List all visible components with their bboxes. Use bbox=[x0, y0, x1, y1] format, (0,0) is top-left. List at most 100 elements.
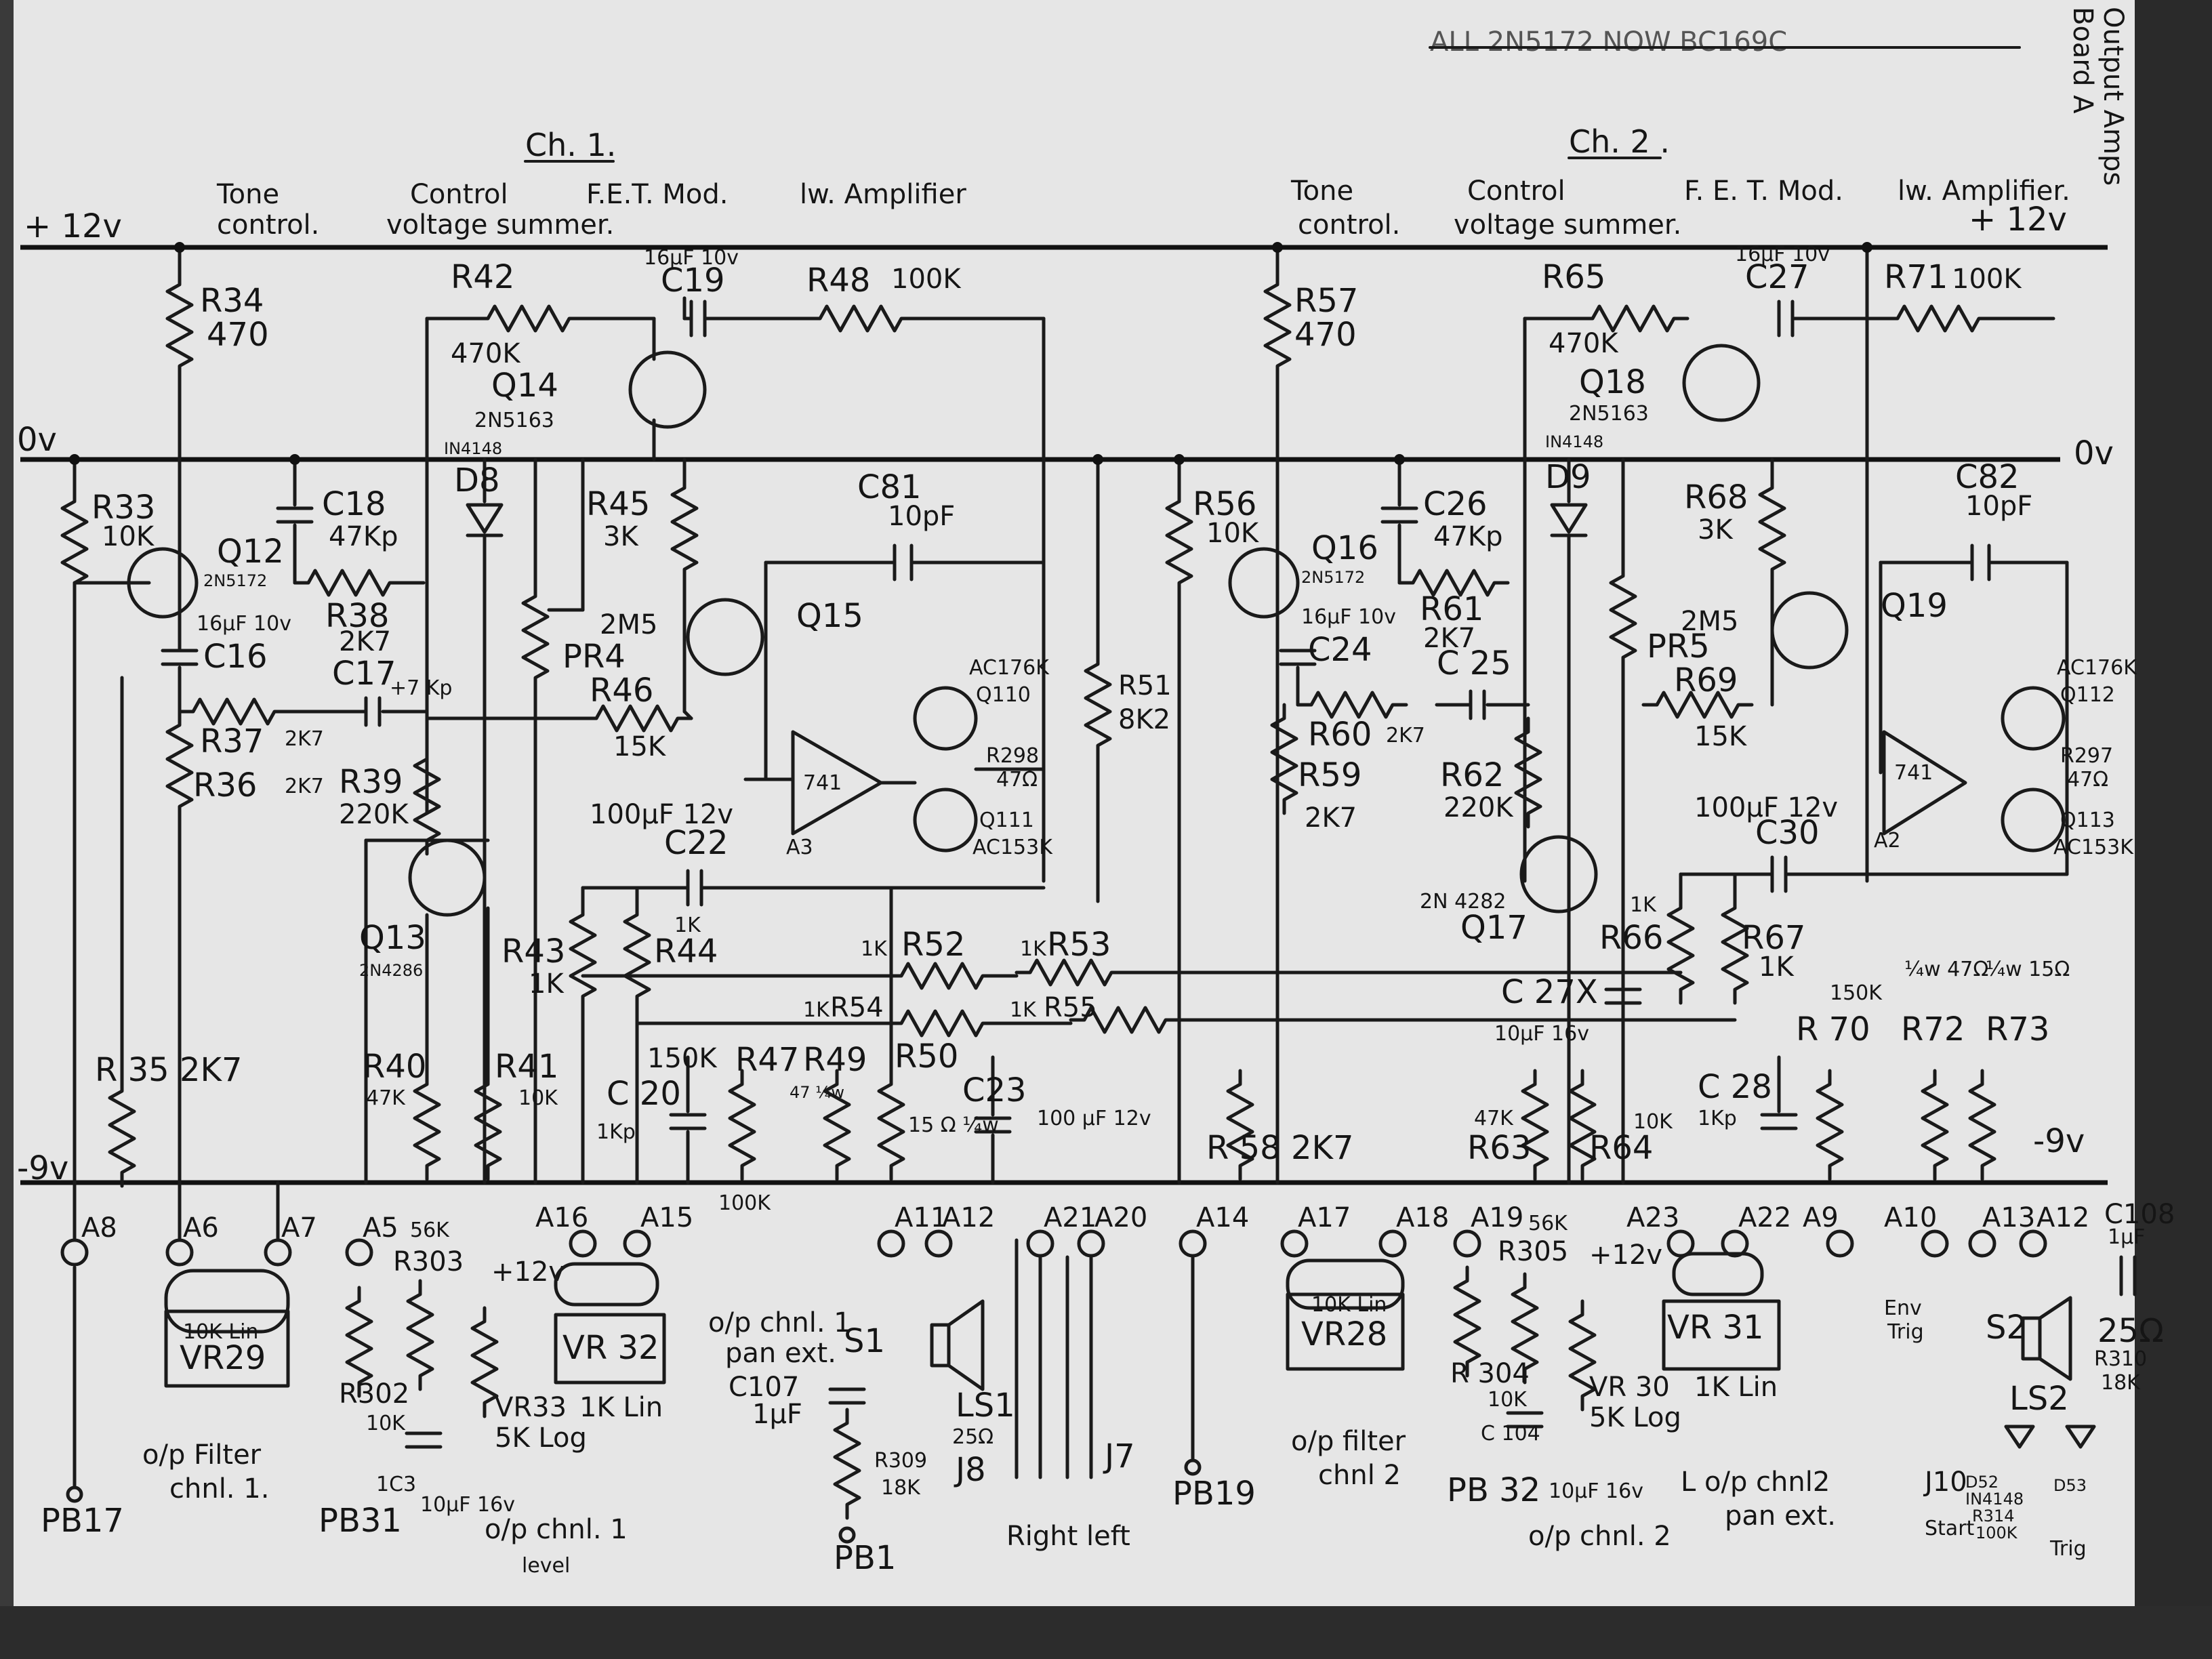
C16-label: C16 bbox=[203, 638, 268, 676]
R61-value: 2K7 bbox=[1423, 623, 1475, 654]
R39-value: 220K bbox=[339, 799, 409, 830]
background-bottom bbox=[0, 1606, 2212, 1659]
connector-A15-label: A15 bbox=[640, 1202, 693, 1233]
connector-A15 bbox=[623, 1229, 651, 1258]
ch2-section-fet: F. E. T. Mod. bbox=[1684, 176, 1843, 207]
R68-value: 3K bbox=[1698, 514, 1734, 546]
background-right bbox=[2135, 0, 2212, 1659]
R56-label: R56 bbox=[1193, 485, 1256, 523]
ohm25-label: 25Ω bbox=[2097, 1312, 2164, 1350]
R49-value: 47 ¼w bbox=[790, 1083, 844, 1102]
R57-label: R57 bbox=[1294, 282, 1358, 320]
connector-A13 bbox=[1968, 1229, 1996, 1258]
C103-value: 10μF 16v bbox=[420, 1493, 515, 1517]
ch1-title: Ch. 1. bbox=[525, 127, 616, 163]
header-note: ALL 2N5172 NOW BC169C bbox=[1430, 26, 1787, 58]
R36-value: 2K7 bbox=[285, 775, 324, 798]
PR4-value: 2M5 bbox=[600, 609, 657, 640]
R303-label: R303 bbox=[393, 1246, 464, 1277]
R51-value: 8K2 bbox=[1118, 704, 1170, 735]
R44-value: 1K bbox=[674, 914, 701, 937]
R54-value: 1K bbox=[803, 998, 830, 1022]
bottom-panel: 10K Lin VR29 o/p Filter chnl. 1. PB17 56… bbox=[41, 1199, 2175, 1578]
C17-label: C17 bbox=[332, 655, 396, 693]
R297-value: 47Ω bbox=[2067, 768, 2108, 792]
R305-label: R305 bbox=[1498, 1236, 1568, 1267]
rail-minus-9v-label-left: -9v bbox=[17, 1149, 68, 1187]
R298-value: 47Ω bbox=[996, 768, 1038, 792]
R42-value: 470K bbox=[451, 338, 521, 369]
R298-label: R298 bbox=[986, 744, 1039, 768]
R37-label: R37 bbox=[200, 722, 264, 760]
connector-A17 bbox=[1280, 1229, 1309, 1258]
R38-value: 2K7 bbox=[339, 626, 391, 657]
PB32-label: PB 32 bbox=[1447, 1471, 1540, 1509]
R64-label: R64 bbox=[1589, 1129, 1653, 1167]
connector-A19 bbox=[1453, 1229, 1481, 1258]
R302-label: R302 bbox=[339, 1378, 409, 1410]
PB1-label: PB1 bbox=[834, 1539, 896, 1577]
C26-label: C26 bbox=[1423, 485, 1488, 523]
J7-label: J7 bbox=[1103, 1437, 1135, 1475]
C23-value: 100 μF 12v bbox=[1037, 1107, 1151, 1130]
pan-ch1-label-2: pan ext. bbox=[725, 1338, 836, 1369]
R303-value: 56K bbox=[410, 1218, 450, 1242]
Q110-type: AC176K bbox=[969, 656, 1050, 680]
R63-label: R63 bbox=[1467, 1129, 1531, 1167]
A3-label: A3 bbox=[786, 836, 813, 859]
C16-value: 16μF 10v bbox=[197, 612, 291, 636]
R69-label: R69 bbox=[1674, 661, 1738, 699]
R310-value: 18K bbox=[2101, 1371, 2141, 1395]
Q111-label: Q111 bbox=[979, 808, 1034, 832]
Q15-label: Q15 bbox=[796, 597, 863, 635]
rail-plus-12v-label: + 12v bbox=[24, 207, 122, 245]
trig-label: Trig bbox=[2049, 1537, 2087, 1561]
R60-value: 2K7 bbox=[1386, 724, 1425, 747]
C28-label: C 28 bbox=[1698, 1068, 1772, 1106]
R302-value: 10K bbox=[366, 1412, 406, 1435]
R69-value: 15K bbox=[1694, 721, 1748, 752]
ch1-labels: R34 470 R42 470K 16μF 10v C19 R48 100K Q… bbox=[91, 246, 1172, 1215]
R71-value: 100K bbox=[1952, 264, 2022, 295]
VR31-value: 1K Lin bbox=[1694, 1372, 1778, 1403]
C30-label: C30 bbox=[1755, 814, 1820, 852]
PB31-label: PB31 bbox=[319, 1502, 402, 1540]
R39-label: R39 bbox=[339, 763, 403, 801]
C24-label: C24 bbox=[1308, 631, 1372, 669]
R34-label: R34 bbox=[200, 282, 264, 320]
R45-label: R45 bbox=[586, 485, 650, 523]
VR29-output-label: o/p Filter bbox=[142, 1439, 262, 1471]
R41-value: 10K bbox=[518, 1086, 558, 1110]
connector-A6-label: A6 bbox=[183, 1212, 219, 1244]
LS1-value: 25Ω bbox=[952, 1425, 994, 1449]
connector-A7-label: A7 bbox=[281, 1212, 317, 1244]
rail-0v-label-right: 0v bbox=[2074, 434, 2114, 472]
VR30-label: VR 30 bbox=[1589, 1372, 1670, 1403]
R35-value: 2K7 bbox=[180, 1051, 243, 1089]
R55-label: R55 bbox=[1044, 992, 1097, 1023]
R67-value: 1K bbox=[1759, 951, 1795, 983]
R34-value: 470 bbox=[207, 316, 269, 354]
R73-value: ¼w 15Ω bbox=[1986, 958, 2070, 981]
connector-A23-label: A23 bbox=[1626, 1202, 1679, 1233]
PB19-label: PB19 bbox=[1172, 1475, 1256, 1513]
schematic-sheet bbox=[14, 0, 2135, 1606]
ch1-circuit bbox=[62, 242, 1737, 1188]
VR30-output: o/p chnl. 2 bbox=[1528, 1521, 1671, 1552]
IC741-ch1: 741 bbox=[803, 771, 842, 795]
VR28-label: VR28 bbox=[1301, 1315, 1387, 1353]
Q13-label: Q13 bbox=[359, 919, 426, 957]
S2-label: S2 bbox=[1986, 1309, 2027, 1347]
Q17-type: 2N 4282 bbox=[1420, 890, 1506, 914]
R314-value: 100K bbox=[1975, 1523, 2018, 1542]
R65-value: 470K bbox=[1549, 328, 1619, 359]
R41-label: R41 bbox=[495, 1048, 558, 1086]
Q113-label: Q113 bbox=[2060, 808, 2115, 832]
J10-label: J10 bbox=[1923, 1467, 1967, 1498]
connector-A20-label: A20 bbox=[1094, 1202, 1147, 1233]
R46-label: R46 bbox=[590, 672, 653, 710]
ch2-section-tone: Tone bbox=[1290, 176, 1353, 207]
rail-minus-9v-label-right: -9v bbox=[2033, 1122, 2085, 1160]
D9-label: D9 bbox=[1545, 458, 1591, 496]
ch1-section-amp: lw. Amplifier bbox=[800, 179, 966, 210]
